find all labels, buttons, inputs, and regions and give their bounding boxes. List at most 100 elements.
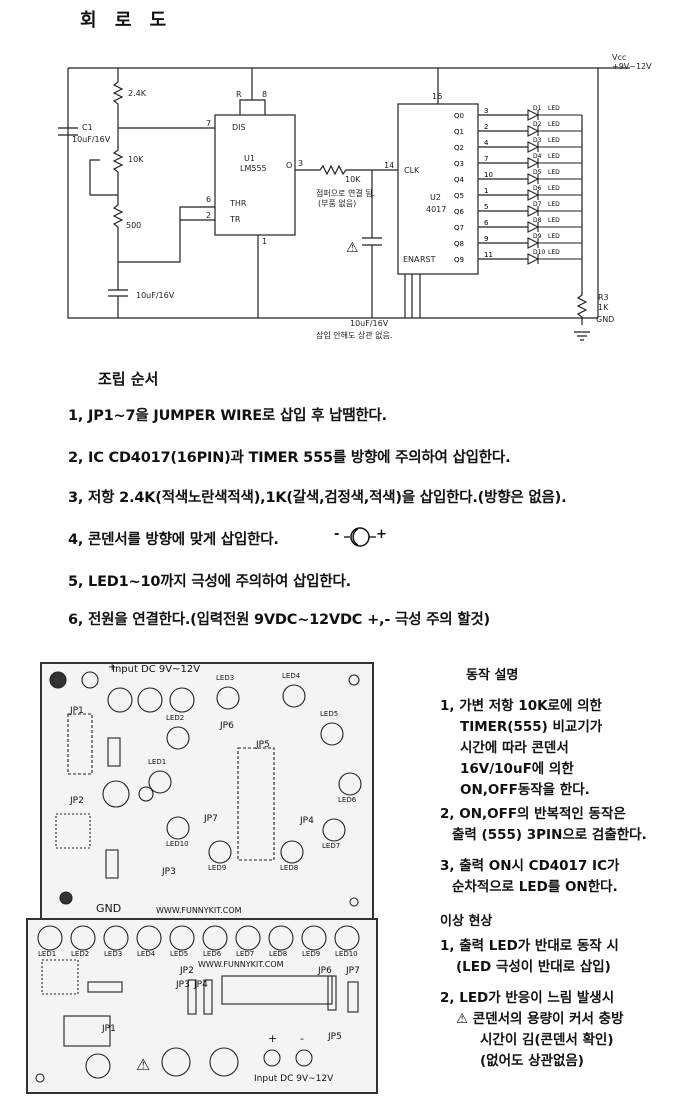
board-led (202, 925, 228, 951)
trouble-line: 시간이 김(콘덴서 확인) (480, 1032, 614, 1048)
vcc-range-label: +9V~12V (612, 62, 652, 71)
led-symbol (527, 157, 582, 169)
board-led (166, 816, 190, 840)
board-bottom-jp3: JP3 (176, 980, 190, 990)
u1-dis-label: DIS (232, 123, 246, 132)
u2-output-pin: 4 (484, 139, 489, 147)
led-word-label: LED (548, 169, 560, 176)
r10k-label: 10K (128, 155, 144, 164)
led-symbol (527, 237, 582, 249)
board-led-label: LED8 (280, 864, 299, 872)
u2-clk-label: CLK (404, 166, 420, 175)
operation-item-3: 3, 출력 ON시 CD4017 IC가 순차적으로 LED를 ON한다. (440, 856, 619, 898)
pin7-label: 7 (206, 119, 211, 128)
operation-line: 2, ON,OFF의 반복적인 동작은 (440, 806, 626, 822)
trouble-item-1: 1, 출력 LED가 반대로 동작 시 (LED 극성이 반대로 삽입) (440, 936, 619, 978)
u2-output-label: Q6 (454, 208, 465, 216)
warning-icon: ⚠ (346, 240, 359, 256)
trouble-line: (LED 극성이 반대로 삽입) (456, 959, 611, 975)
board-top-jp1: JP1 (70, 706, 84, 716)
board-led (103, 925, 129, 951)
board-led (136, 925, 162, 951)
trouble-heading: 이상 현상 (440, 914, 493, 929)
board-bottom-plus: + (268, 1032, 278, 1045)
r24k-label: 2.4K (128, 89, 147, 98)
board-top-gnd: GND (96, 902, 122, 915)
board-led-label: LED10 (335, 950, 358, 958)
board-bottom-minus: - (300, 1032, 304, 1045)
page-title: 회 로 도 (80, 10, 173, 31)
led-name-label: D7 (533, 201, 542, 208)
board-top-plus: + (108, 662, 117, 673)
r3-label: R3 (598, 293, 609, 302)
pin6-label: 6 (206, 195, 211, 204)
board-led-label: LED5 (320, 710, 339, 718)
led-symbol (527, 109, 582, 121)
u2-output-label: Q5 (454, 192, 464, 200)
board-bottom-jp2: JP2 (180, 966, 194, 976)
led-name-label: D10 (533, 249, 545, 256)
operation-line: 시간에 따라 콘덴서 (460, 740, 569, 756)
led-word-label: LED (548, 137, 560, 144)
cap-minus-sign: - (334, 527, 340, 542)
led-symbol (527, 173, 582, 185)
led-word-label: LED (548, 153, 560, 160)
u2-chip: 4017 (426, 205, 446, 214)
cap-plus-sign: + (376, 527, 387, 542)
led-name-label: D5 (533, 169, 542, 176)
trouble-line: 1, 출력 LED가 반대로 동작 시 (440, 938, 619, 954)
u1-tr-label: TR (229, 215, 241, 224)
board-bottom-jp6: JP6 (318, 966, 332, 976)
u1-chip: LM555 (240, 164, 267, 173)
led-name-label: D4 (533, 153, 542, 160)
led-symbol (527, 189, 582, 201)
pin8-label: 8 (262, 90, 267, 99)
u1-rst-label: R (236, 90, 242, 99)
capacitor-icon (334, 526, 394, 548)
operation-line: 출력 (555) 3PIN으로 검출한다. (452, 827, 647, 843)
led-word-label: LED (548, 217, 560, 224)
board-bottom-jp7: JP7 (346, 966, 360, 976)
warning-icon: ⚠ (136, 1055, 150, 1074)
led-symbol (527, 253, 582, 265)
u2-output-label: Q2 (454, 144, 464, 152)
board-top-jp4: JP4 (300, 816, 314, 826)
step-6: 6, 전원을 연결한다.(입력전원 9VDC~12VDC +,- 극성 주의 할… (68, 612, 490, 628)
u2-output-pin: 3 (484, 107, 488, 115)
board-led-label: LED10 (166, 840, 189, 848)
pcb-top-view: + Input DC 9V~12V JP1 JP2 JP3 JP4 JP5 JP… (40, 662, 374, 924)
board-led-label: LED3 (104, 950, 123, 958)
led-name-label: D8 (533, 217, 542, 224)
board-bottom-url: WWW.FUNNYKIT.COM (198, 960, 284, 969)
led-symbol (527, 221, 582, 233)
board-led (338, 772, 362, 796)
led-symbol (527, 205, 582, 217)
board-top-jp6: JP6 (220, 721, 234, 731)
board-led (70, 925, 96, 951)
board-led (280, 840, 304, 864)
board-top-jp7: JP7 (204, 814, 218, 824)
trouble-line: 2, LED가 반응이 느림 발생시 (440, 990, 615, 1006)
pin2-label: 2 (206, 211, 211, 220)
board-led (37, 925, 63, 951)
operation-line: 1, 가변 저항 10K로에 의한 (440, 698, 602, 714)
pin14-label: 14 (384, 161, 394, 170)
board-led (169, 925, 195, 951)
u1-o-label: O (286, 161, 292, 170)
u2-output-pin: 11 (484, 251, 493, 259)
board-led-label: LED1 (38, 950, 57, 958)
led-name-label: D3 (533, 137, 542, 144)
operation-line: 3, 출력 ON시 CD4017 IC가 (440, 858, 620, 874)
u2-output-pin: 2 (484, 123, 488, 131)
board-led-label: LED2 (71, 950, 90, 958)
u2-output-pin: 1 (484, 187, 488, 195)
board-led (320, 722, 344, 746)
led-word-label: LED (548, 105, 560, 112)
u2-name: U2 (430, 193, 441, 202)
board-led-label: LED9 (302, 950, 321, 958)
note-jumper-2: (부품 없음) (318, 199, 356, 208)
u2-output-pin: 5 (484, 203, 488, 211)
step-5: 5, LED1~10까지 극성에 주의하여 삽입한다. (68, 574, 351, 590)
led-name-label: D2 (533, 121, 542, 128)
